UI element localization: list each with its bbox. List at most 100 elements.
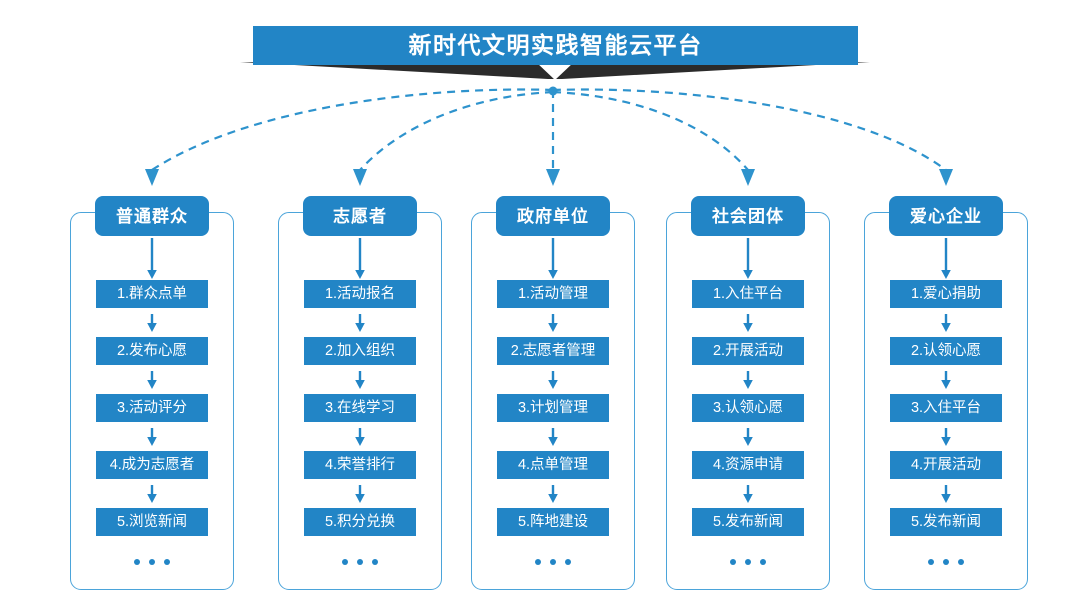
- flow-step-label: 2.开展活动: [712, 342, 784, 359]
- flow-step-label: 3.入住平台: [910, 399, 982, 416]
- flow-step-box[interactable]: 3.计划管理: [497, 394, 609, 422]
- header-to-first-step-arrow: [146, 236, 158, 280]
- role-column-header-label: 志愿者: [333, 206, 387, 226]
- flow-step-label: 5.积分兑换: [324, 513, 396, 530]
- role-column-header[interactable]: 爱心企业: [889, 196, 1003, 236]
- flow-step-arrow: [742, 426, 754, 446]
- arrowhead-column-3: [546, 169, 560, 186]
- flow-step-box[interactable]: 4.成为志愿者: [96, 451, 208, 479]
- flow-step-label: 2.发布心愿: [116, 342, 188, 359]
- flow-step-label: 1.入住平台: [712, 285, 784, 302]
- flow-arrow-icon: [147, 238, 157, 279]
- flow-step-box[interactable]: 2.发布心愿: [96, 337, 208, 365]
- flow-step-label: 5.发布新闻: [910, 513, 982, 530]
- flow-step-arrow: [146, 312, 158, 332]
- flow-arrow-icon: [147, 428, 157, 446]
- flow-step-label: 1.活动报名: [324, 285, 396, 302]
- flow-step-box[interactable]: 2.志愿者管理: [497, 337, 609, 365]
- flow-step-arrow: [146, 426, 158, 446]
- arrowhead-column-2: [353, 169, 367, 186]
- ellipsis-dot: [943, 559, 949, 565]
- flow-step-arrow: [742, 369, 754, 389]
- flow-step-arrow: [940, 369, 952, 389]
- role-column-header[interactable]: 普通群众: [95, 196, 209, 236]
- flow-step-box[interactable]: 4.资源申请: [692, 451, 804, 479]
- ellipsis-dot: [928, 559, 934, 565]
- flow-step-box[interactable]: 3.认领心愿: [692, 394, 804, 422]
- flow-step-arrow: [742, 483, 754, 503]
- flow-step-box[interactable]: 5.发布新闻: [692, 508, 804, 536]
- header-to-first-step-arrow: [547, 236, 559, 280]
- role-column-header-label: 政府单位: [517, 206, 589, 226]
- flow-step-box[interactable]: 5.阵地建设: [497, 508, 609, 536]
- flow-step-label: 3.在线学习: [324, 399, 396, 416]
- flow-step-box[interactable]: 1.活动管理: [497, 280, 609, 308]
- ellipsis-dot: [372, 559, 378, 565]
- flow-step-box[interactable]: 4.开展活动: [890, 451, 1002, 479]
- role-column-header-label: 普通群众: [116, 206, 188, 226]
- flow-arrow-icon: [548, 238, 558, 279]
- flow-step-box[interactable]: 4.荣誉排行: [304, 451, 416, 479]
- arrowhead-column-4: [741, 169, 755, 186]
- more-items-ellipsis: [890, 554, 1002, 570]
- role-column-header[interactable]: 社会团体: [691, 196, 805, 236]
- flow-step-arrow: [940, 312, 952, 332]
- flow-step-arrow: [940, 483, 952, 503]
- flow-step-label: 4.点单管理: [517, 456, 589, 473]
- role-column-5: 爱心企业 1.爱心捐助 2.认领心愿 3.入住平台 4.开展活动 5.发布新闻: [856, 196, 1036, 592]
- flow-step-box[interactable]: 1.活动报名: [304, 280, 416, 308]
- flow-arrow-icon: [548, 428, 558, 446]
- flow-step-label: 5.发布新闻: [712, 513, 784, 530]
- flow-arrow-icon: [941, 428, 951, 446]
- role-column-header[interactable]: 志愿者: [303, 196, 417, 236]
- flow-step-label: 4.资源申请: [712, 456, 784, 473]
- flow-step-box[interactable]: 5.积分兑换: [304, 508, 416, 536]
- flow-step-box[interactable]: 5.发布新闻: [890, 508, 1002, 536]
- ellipsis-dot: [149, 559, 155, 565]
- platform-title-bar: 新时代文明实践智能云平台: [253, 26, 858, 65]
- flow-step-box[interactable]: 2.加入组织: [304, 337, 416, 365]
- flow-step-box[interactable]: 1.入住平台: [692, 280, 804, 308]
- flow-step-box[interactable]: 2.认领心愿: [890, 337, 1002, 365]
- role-column-header-label: 社会团体: [712, 206, 784, 226]
- role-column-header-label: 爱心企业: [910, 206, 982, 226]
- flow-step-box[interactable]: 1.群众点单: [96, 280, 208, 308]
- platform-banner: 新时代文明实践智能云平台: [0, 0, 1080, 95]
- role-column-header[interactable]: 政府单位: [496, 196, 610, 236]
- arrowhead-column-5: [939, 169, 953, 186]
- flow-arrow-icon: [548, 314, 558, 332]
- ellipsis-dot: [342, 559, 348, 565]
- flow-step-arrow: [742, 312, 754, 332]
- flow-step-box[interactable]: 1.爱心捐助: [890, 280, 1002, 308]
- fanout-connectors: [145, 86, 953, 186]
- flow-step-arrow: [547, 312, 559, 332]
- connector-to-column-1: [151, 88, 554, 171]
- flow-arrow-icon: [147, 371, 157, 389]
- flow-step-label: 5.浏览新闻: [116, 513, 188, 530]
- flow-step-label: 1.群众点单: [116, 285, 188, 302]
- flow-step-label: 2.加入组织: [324, 342, 396, 359]
- flow-step-box[interactable]: 5.浏览新闻: [96, 508, 208, 536]
- flow-step-arrow: [354, 483, 366, 503]
- flow-step-arrow: [547, 369, 559, 389]
- flow-arrow-icon: [355, 238, 365, 279]
- flow-step-box[interactable]: 3.活动评分: [96, 394, 208, 422]
- flow-arrow-icon: [355, 428, 365, 446]
- flow-step-arrow: [547, 426, 559, 446]
- flow-arrow-icon: [743, 371, 753, 389]
- flow-arrow-icon: [548, 485, 558, 503]
- ellipsis-dot: [565, 559, 571, 565]
- flow-step-label: 3.活动评分: [116, 399, 188, 416]
- flow-step-box[interactable]: 2.开展活动: [692, 337, 804, 365]
- flow-arrow-icon: [743, 428, 753, 446]
- ellipsis-dot: [134, 559, 140, 565]
- flow-arrow-icon: [355, 314, 365, 332]
- ellipsis-dot: [958, 559, 964, 565]
- connector-to-column-4: [552, 90, 749, 171]
- flow-step-box[interactable]: 3.入住平台: [890, 394, 1002, 422]
- ellipsis-dot: [535, 559, 541, 565]
- flow-step-box[interactable]: 4.点单管理: [497, 451, 609, 479]
- flow-step-box[interactable]: 3.在线学习: [304, 394, 416, 422]
- flow-step-label: 4.开展活动: [910, 456, 982, 473]
